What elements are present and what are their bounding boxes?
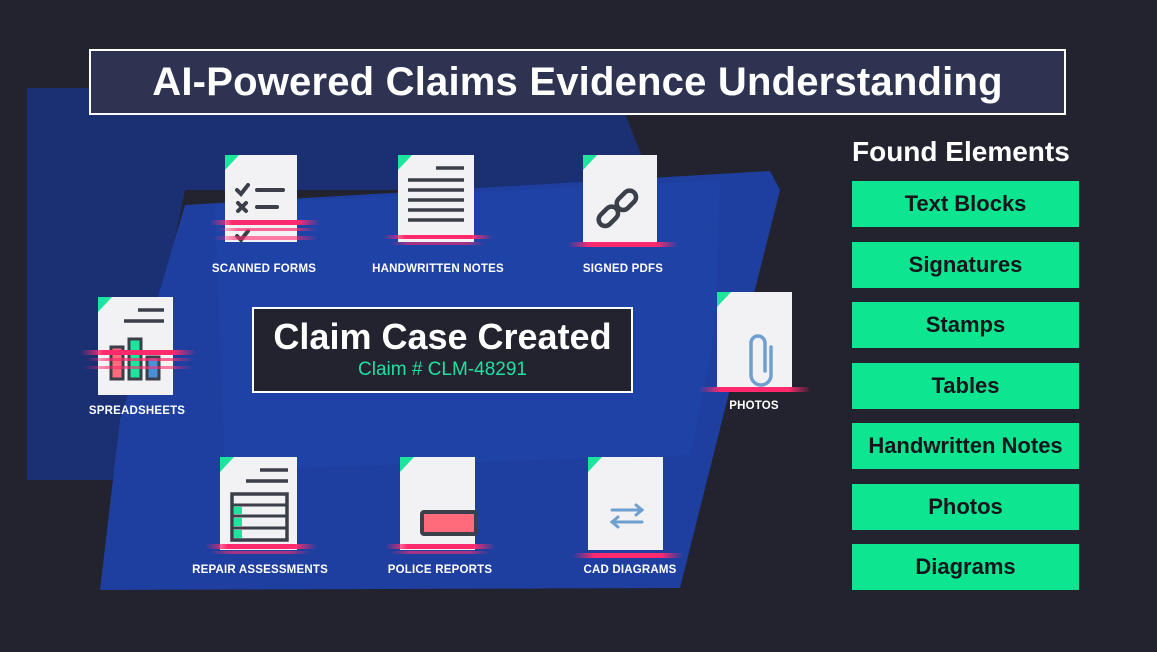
case-title: Claim Case Created <box>273 316 612 357</box>
found-element-photos: Photos <box>852 483 1079 530</box>
document-label: PHOTOS <box>729 400 779 412</box>
document-scanned-forms <box>205 150 325 250</box>
document-label: SIGNED PDFS <box>582 263 664 275</box>
link-icon <box>596 188 639 229</box>
document-photos <box>697 287 817 397</box>
found-elements-title: Found Elements <box>852 136 1070 167</box>
document-cad-diagrams <box>568 452 688 562</box>
document-police-reports <box>380 452 500 562</box>
page-title: AI-Powered Claims Evidence Understanding <box>89 49 1066 115</box>
document-spreadsheets <box>78 292 198 402</box>
document-handwritten-notes <box>378 150 498 250</box>
found-element-diagrams: Diagrams <box>852 544 1079 590</box>
document-label: REPAIR ASSESSMENTS <box>192 564 328 576</box>
document-label: SPREADSHEETS <box>88 405 186 417</box>
table-icon <box>230 468 289 542</box>
found-element-tables: Tables <box>852 362 1079 409</box>
found-element-signatures: Signatures <box>852 241 1079 288</box>
document-label: HANDWRITTEN NOTES <box>372 263 504 275</box>
paperclip-icon <box>749 334 773 387</box>
red-bar-icon <box>420 510 478 536</box>
claim-case-card: Claim Case Created Claim # CLM-48291 <box>252 307 633 393</box>
document-label: POLICE REPORTS <box>387 564 493 576</box>
swap-arrows-icon <box>609 503 645 529</box>
document-label: CAD DIAGRAMS <box>583 564 677 576</box>
document-label: SCANNED FORMS <box>211 263 317 275</box>
found-element-text-blocks: Text Blocks <box>852 181 1079 227</box>
claim-number: Claim # CLM-48291 <box>358 359 527 380</box>
document-signed-pdfs <box>563 150 683 250</box>
text-lines-icon <box>408 166 464 222</box>
found-elements-list: Text Blocks Signatures Stamps Tables Han… <box>852 181 1079 605</box>
document-repair-assessments <box>200 452 320 562</box>
found-element-stamps: Stamps <box>852 302 1079 348</box>
found-element-handwritten-notes: Handwritten Notes <box>852 423 1079 469</box>
